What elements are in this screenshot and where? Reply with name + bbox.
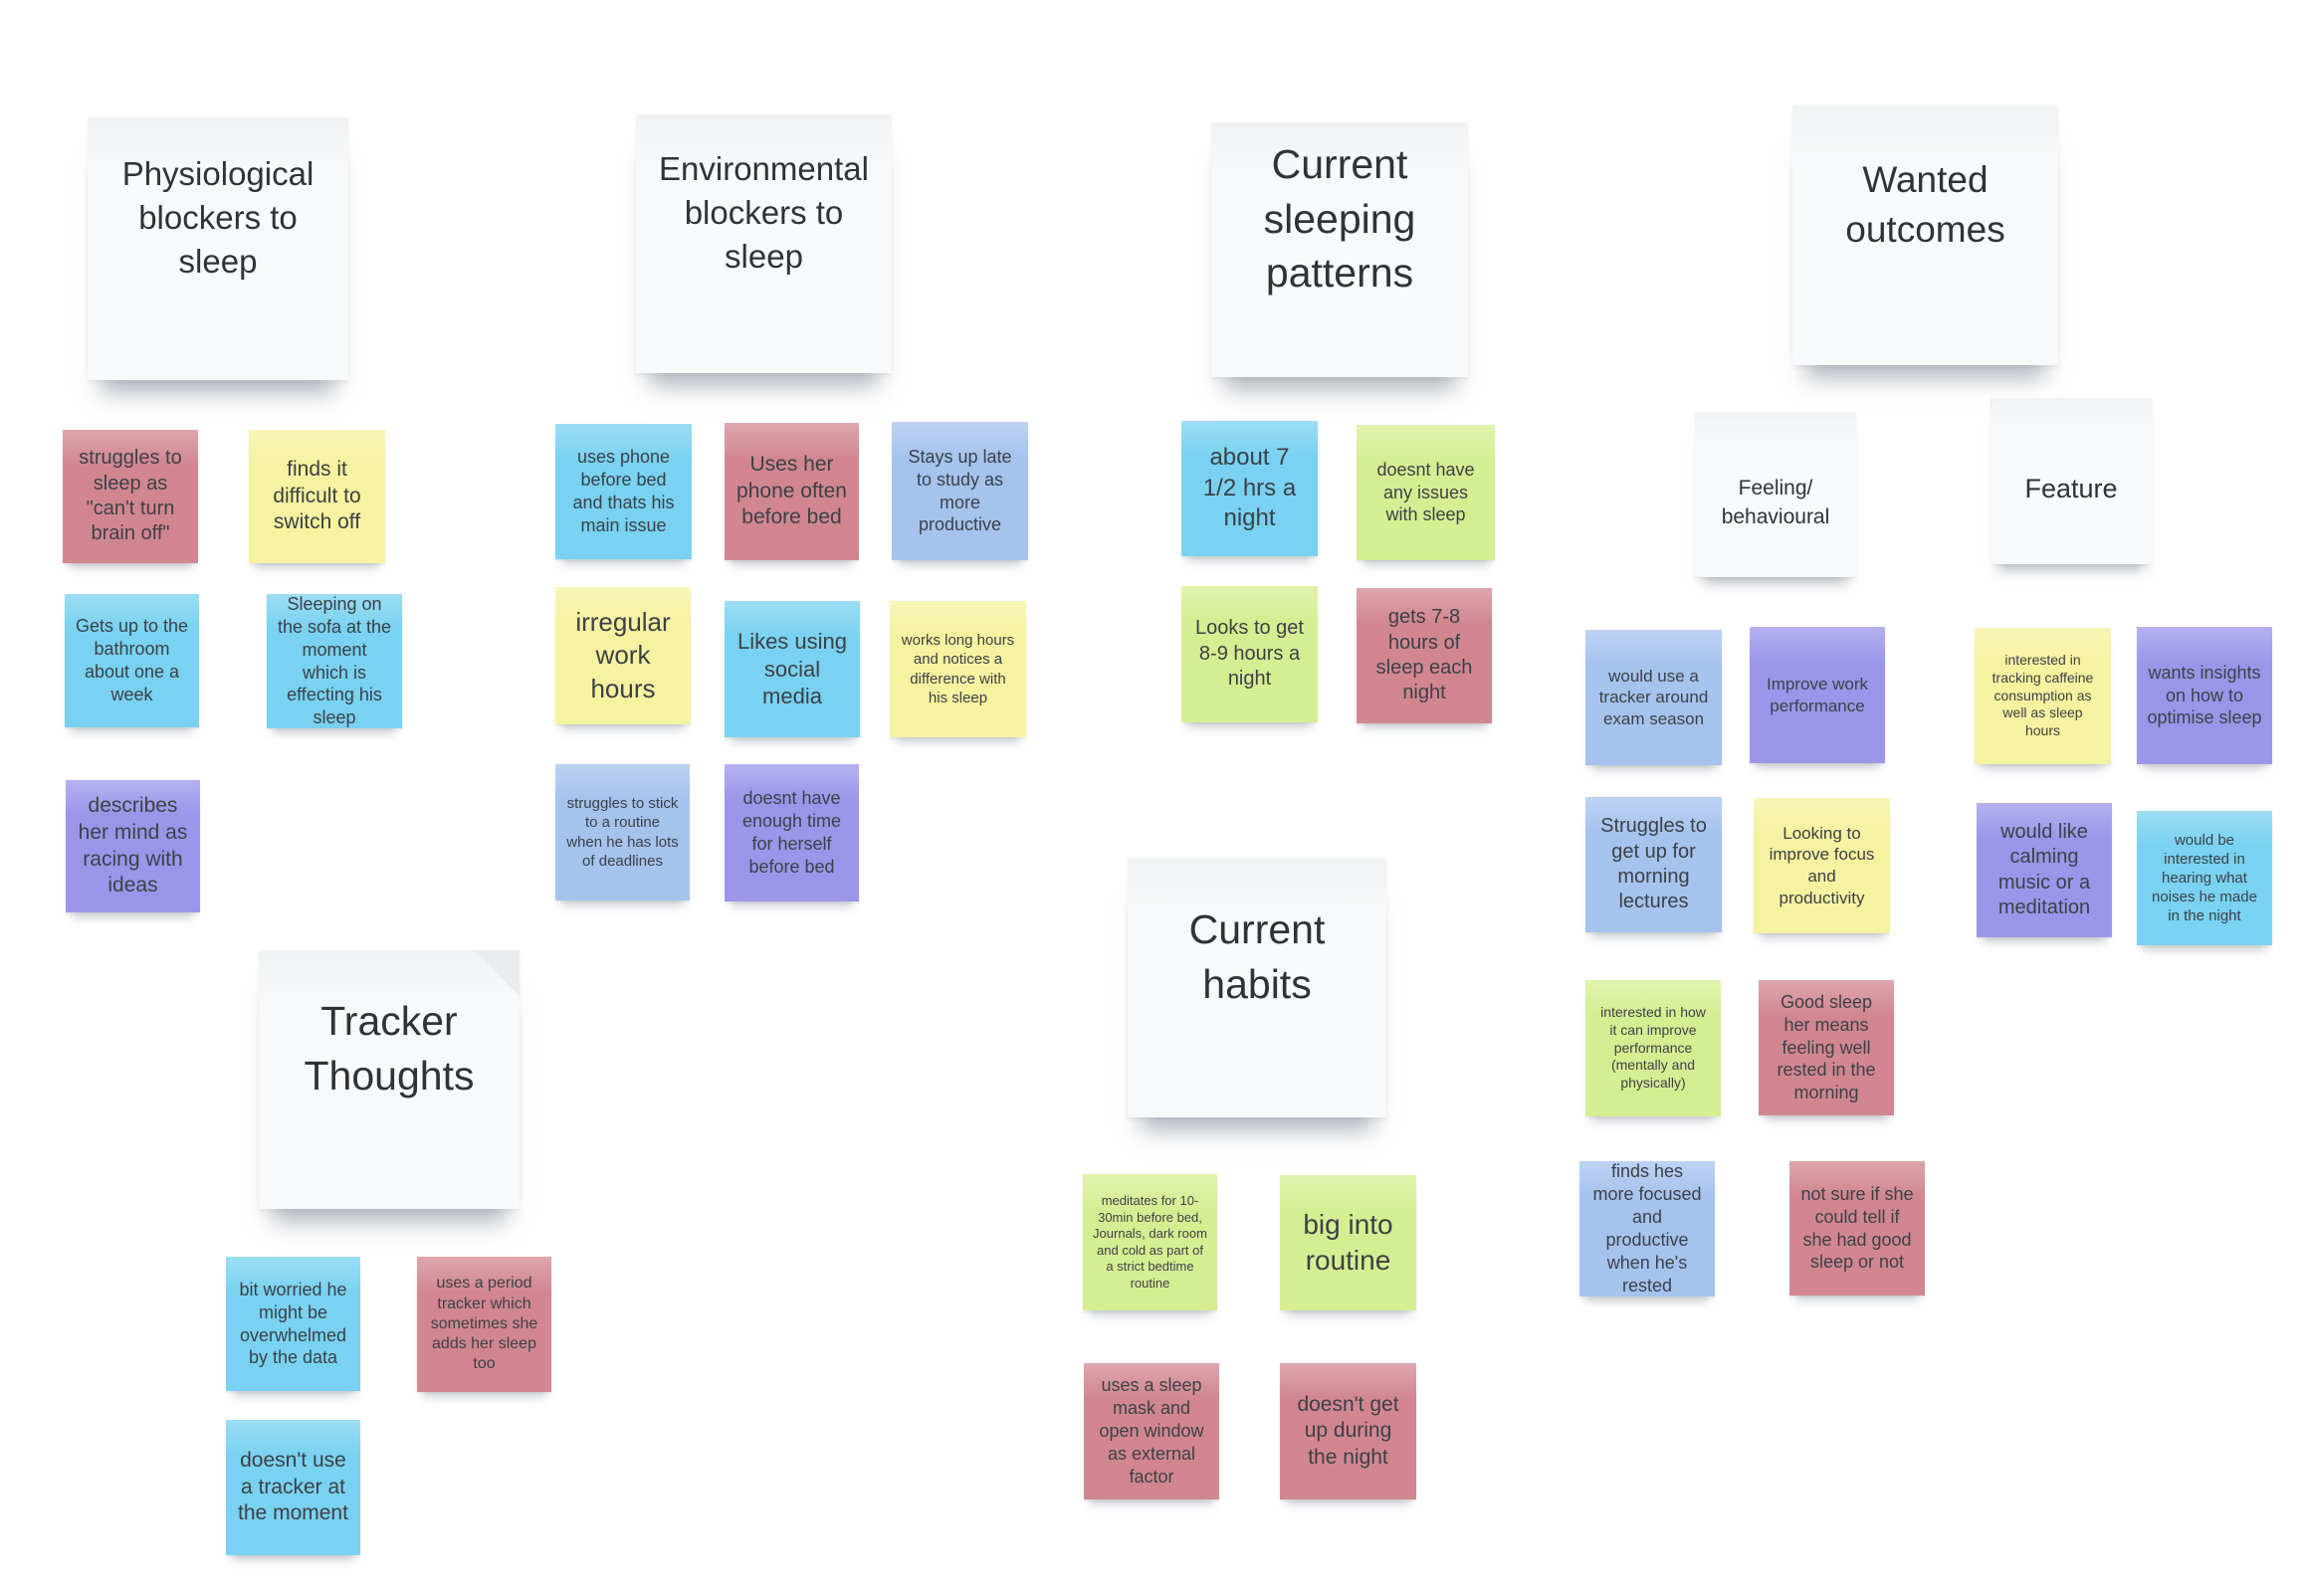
header-note-wanted-outcomes[interactable]: Wanted outcomes [1792,105,2058,365]
sticky-note-tracker-thoughts-1[interactable]: bit worried he might be overwhelmed by t… [226,1257,360,1391]
header-note-environmental[interactable]: Environmental blockers to sleep [636,114,892,373]
sticky-note-environmental-5[interactable]: Likes using social media [725,601,860,737]
sticky-note-current-habits-4[interactable]: doesn't get up during the night [1280,1363,1416,1499]
header-note-current-habits[interactable]: Current habits [1128,858,1386,1117]
sticky-note-environmental-4[interactable]: irregular work hours [555,587,691,724]
sticky-note-tracker-thoughts-2[interactable]: uses a period tracker which sometimes sh… [417,1257,551,1392]
sticky-note-feeling-behavioural-1[interactable]: would use a tracker around exam season [1585,630,1722,765]
header-note-sleeping-patterns[interactable]: Current sleeping patterns [1211,122,1468,377]
sticky-note-feature-2[interactable]: wants insights on how to optimise sleep [2137,627,2272,764]
sticky-note-physiological-4[interactable]: Sleeping on the sofa at the moment which… [267,594,402,728]
sticky-note-feature-1[interactable]: interested in tracking caffeine consumpt… [1975,628,2111,764]
sticky-note-feature-4[interactable]: would be interested in hearing what nois… [2137,811,2272,945]
sticky-note-sleeping-patterns-1[interactable]: about 7 1/2 hrs a night [1181,421,1318,556]
sticky-note-feeling-behavioural-2[interactable]: Improve work performance [1750,627,1885,763]
sticky-note-physiological-2[interactable]: finds it difficult to switch off [249,430,385,563]
sticky-note-environmental-3[interactable]: Stays up late to study as more productiv… [892,422,1028,560]
sticky-note-feeling-behavioural-4[interactable]: Looking to improve focus and productivit… [1754,798,1890,933]
sticky-note-sleeping-patterns-2[interactable]: doesnt have any issues with sleep [1357,425,1495,560]
header-note-tracker-thoughts[interactable]: Tracker Thoughts [259,950,520,1209]
sticky-note-physiological-3[interactable]: Gets up to the bathroom about one a week [65,594,199,727]
sticky-note-feeling-behavioural-5[interactable]: interested in how it can improve perform… [1585,980,1721,1116]
sticky-note-sleeping-patterns-4[interactable]: gets 7-8 hours of sleep each night [1357,588,1492,723]
sticky-note-feeling-behavioural-6[interactable]: Good sleep her means feeling well rested… [1759,980,1894,1115]
sticky-note-current-habits-2[interactable]: big into routine [1280,1175,1416,1310]
sticky-note-sleeping-patterns-3[interactable]: Looks to get 8-9 hours a night [1181,586,1318,722]
sticky-note-environmental-7[interactable]: struggles to stick to a routine when he … [555,764,690,900]
header-note-feature[interactable]: Feature [1991,398,2152,564]
sticky-note-environmental-6[interactable]: works long hours and notices a differenc… [890,601,1026,737]
sticky-note-environmental-8[interactable]: doesnt have enough time for herself befo… [725,764,859,901]
sticky-note-environmental-1[interactable]: uses phone before bed and thats his main… [555,424,692,559]
header-note-physiological[interactable]: Physiological blockers to sleep [88,117,348,380]
sticky-note-tracker-thoughts-3[interactable]: doesn't use a tracker at the moment [226,1420,360,1555]
sticky-note-physiological-5[interactable]: describes her mind as racing with ideas [66,780,200,912]
sticky-note-feeling-behavioural-3[interactable]: Struggles to get up for morning lectures [1585,797,1722,932]
sticky-note-physiological-1[interactable]: struggles to sleep as "can't turn brain … [63,430,198,563]
sticky-note-feature-3[interactable]: would like calming music or a meditation [1977,803,2112,937]
sticky-note-feeling-behavioural-8[interactable]: not sure if she could tell if she had go… [1789,1161,1925,1296]
sticky-note-feeling-behavioural-7[interactable]: finds hes more focused and productive wh… [1579,1161,1715,1297]
sticky-note-environmental-2[interactable]: Uses her phone often before bed [725,423,859,560]
header-note-feeling-behavioural[interactable]: Feeling/ behavioural [1695,413,1856,577]
sticky-note-current-habits-3[interactable]: uses a sleep mask and open window as ext… [1084,1363,1219,1499]
sticky-note-current-habits-1[interactable]: meditates for 10-30min before bed, Journ… [1083,1174,1217,1310]
